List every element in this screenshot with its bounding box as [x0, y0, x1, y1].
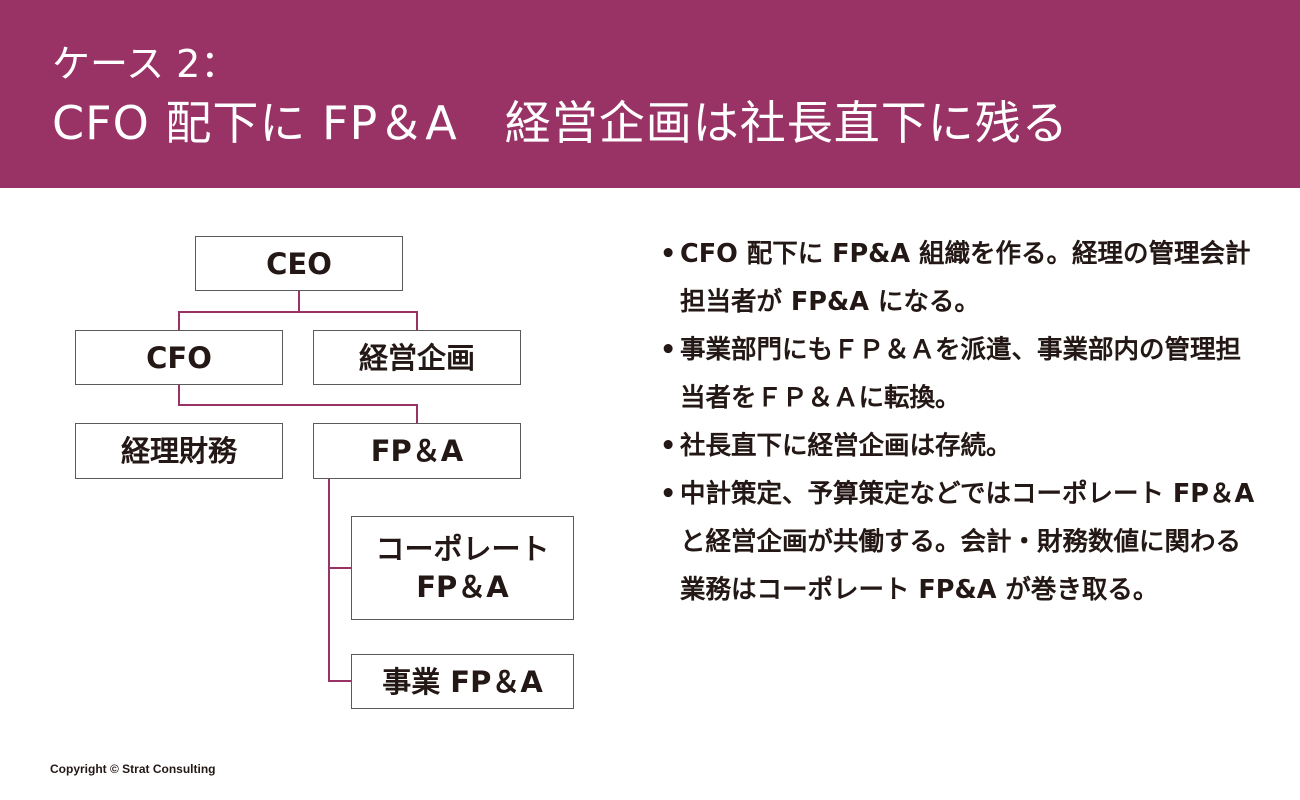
- connector-to-corporate-planning: [416, 311, 418, 330]
- connector-to-business-fpa: [328, 680, 352, 682]
- copyright-notice: Copyright © Strat Consulting: [50, 762, 216, 776]
- org-chart: CEO CFO 経営企画 経理財務 FP＆A コーポレート FP＆A 事業 FP…: [0, 0, 640, 760]
- node-corporate-fpa-label-line1: コーポレート: [375, 532, 550, 566]
- bullet-item: • 社長直下に経営企画は存続。: [660, 422, 1260, 470]
- bullet-marker: •: [660, 479, 677, 509]
- connector-level1-horizontal: [178, 311, 418, 313]
- connector-to-cfo: [178, 311, 180, 330]
- bullet-text: 事業部門にもＦＰ＆Ａを派遣、事業部内の管理担当者をＦＰ＆Ａに転換。: [680, 335, 1242, 413]
- case-label: ケース 2：: [52, 42, 239, 86]
- node-cfo: CFO: [75, 330, 283, 385]
- title-banner: ケース 2： CFO 配下に FP＆A 経営企画は社長直下に残る: [0, 0, 1300, 188]
- bullet-marker: •: [660, 239, 677, 269]
- bullet-text: CFO 配下に FP&A 組織を作る。経理の管理会計担当者が FP&A になる。: [680, 239, 1251, 317]
- bullet-text: 社長直下に経営企画は存続。: [680, 431, 1012, 461]
- bullet-marker: •: [660, 431, 677, 461]
- node-business-fpa-label: 事業 FP＆A: [382, 664, 543, 699]
- connector-ceo-down: [298, 290, 300, 312]
- bullet-item: • 中計策定、予算策定などではコーポレート FP＆A と経営企画が共働する。会計…: [660, 470, 1260, 614]
- node-ceo: CEO: [195, 236, 403, 291]
- node-business-fpa: 事業 FP＆A: [351, 654, 574, 709]
- bullet-list: • CFO 配下に FP&A 組織を作る。経理の管理会計担当者が FP&A にな…: [660, 230, 1260, 614]
- bullet-item: • CFO 配下に FP&A 組織を作る。経理の管理会計担当者が FP&A にな…: [660, 230, 1260, 326]
- page-title: CFO 配下に FP＆A 経営企画は社長直下に残る: [52, 96, 1069, 150]
- node-fpa: FP＆A: [313, 423, 521, 479]
- bullet-item: • 事業部門にもＦＰ＆Ａを派遣、事業部内の管理担当者をＦＰ＆Ａに転換。: [660, 326, 1260, 422]
- bullet-marker: •: [660, 335, 677, 365]
- node-ceo-label: CEO: [266, 246, 332, 281]
- node-corporate-fpa: コーポレート FP＆A: [351, 516, 574, 620]
- node-accounting-finance-label: 経理財務: [120, 434, 237, 468]
- node-fpa-label: FP＆A: [370, 434, 464, 468]
- node-corporate-fpa-label-line2: FP＆A: [416, 570, 509, 604]
- node-cfo-label: CFO: [146, 340, 212, 375]
- node-corporate-planning: 経営企画: [313, 330, 521, 385]
- node-accounting-finance: 経理財務: [75, 423, 283, 479]
- connector-level2-horizontal: [178, 404, 418, 406]
- bullet-text: 中計策定、予算策定などではコーポレート FP＆A と経営企画が共働する。会計・財…: [680, 479, 1255, 605]
- connector-cfo-down: [178, 384, 180, 406]
- node-corporate-planning-label: 経営企画: [358, 340, 475, 375]
- connector-fpa-vertical: [328, 478, 330, 682]
- connector-to-corporate-fpa: [328, 567, 352, 569]
- connector-to-fpa: [416, 404, 418, 424]
